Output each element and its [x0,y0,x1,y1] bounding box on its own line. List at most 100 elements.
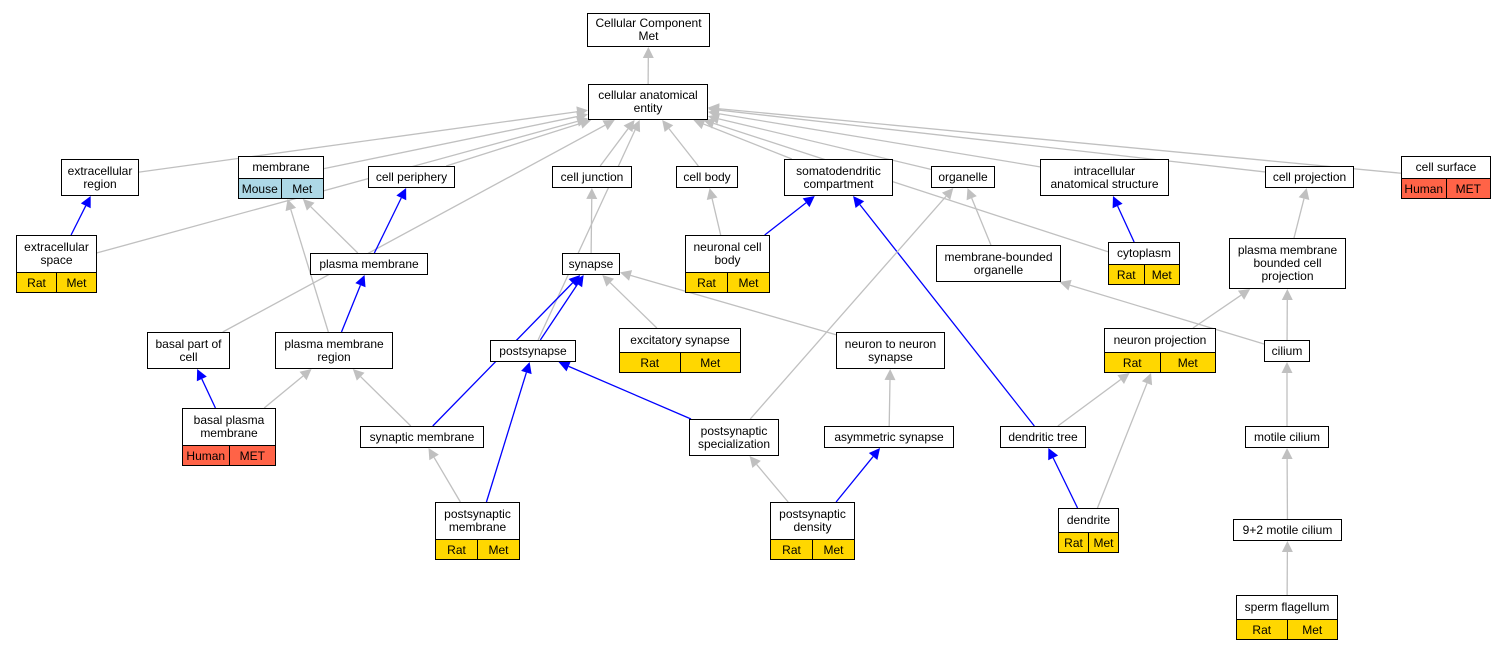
species-tag: Met [812,540,854,559]
node-pm[interactable]: plasma membrane [310,253,428,275]
edge-line [96,120,578,254]
node-label: extracellular space [24,240,89,267]
node-org[interactable]: organelle [931,166,995,188]
species-tag: Met [1143,265,1179,284]
edge-line [971,197,992,246]
edge-line [340,284,362,333]
edge-line [764,202,807,236]
edge-line [668,128,699,167]
node-pmbcp[interactable]: plasma membrane bounded cell projection [1229,238,1346,289]
node-nns[interactable]: neuron to neuron synapse [836,332,945,369]
node-label: dendrite [1066,513,1111,527]
node-cp[interactable]: cell periphery [368,166,455,188]
node-sdc[interactable]: somatodendritic compartment [784,159,893,196]
edge-cs-to-cae [708,103,1402,174]
node-cb[interactable]: cell body [676,166,738,188]
node-er[interactable]: extracellular region [61,159,139,196]
species-tag: Rat [771,540,812,559]
node-label: synapse [568,256,614,271]
node-sm[interactable]: synaptic membrane [360,426,484,448]
species-tag: Met [1286,620,1337,639]
edge-line [1192,294,1242,329]
node-cproj[interactable]: cell projection [1265,166,1354,188]
arrowhead-icon [623,120,635,133]
arrowhead-icon [693,118,706,130]
arrowhead-icon [579,118,592,129]
arrowhead-icon [1281,541,1293,553]
edge-line [609,282,658,329]
species-tag: Met [727,273,769,292]
edge-den-to-np [1096,373,1153,509]
arrowhead-icon [703,118,716,129]
node-cae[interactable]: cellular anatomical entity [588,84,708,120]
node-syn[interactable]: synapse [562,253,620,275]
edge-line [568,365,692,420]
arrowhead-icon [352,369,365,381]
node-label: membrane-bounded organelle [944,249,1053,277]
node-mc[interactable]: motile cilium [1245,426,1329,448]
edge-sm-to-pmr [352,369,412,427]
arrowhead-icon [1281,289,1293,301]
species-tag: Mouse [239,179,281,198]
node-psyn[interactable]: postsynapse [490,340,576,362]
species-tag: Rat [1105,353,1160,372]
node-ccm[interactable]: Cellular Component Met [587,13,710,47]
node-as[interactable]: asymmetric synapse [824,426,954,448]
species-tag: Rat [1109,265,1144,284]
node-cj[interactable]: cell junction [552,166,632,188]
node-bpc[interactable]: basal part of cell [147,332,230,369]
node-cil[interactable]: cilium [1264,340,1310,362]
edge-line [713,122,1109,253]
edge-syn-to-cj [586,188,598,254]
node-label: postsynaptic specialization [697,423,771,451]
edge-ncb-to-cb [706,188,722,236]
node-label: cytoplasm [1116,246,1172,260]
node-ias[interactable]: intracellular anatomical structure [1040,159,1169,196]
node-pmr[interactable]: plasma membrane region [275,332,393,369]
edge-cj-to-cae [599,120,635,167]
edge-line [1096,382,1148,509]
node-label: 9+2 motile cilium [1242,522,1333,537]
species-tag: Rat [620,353,680,372]
arrowhead-icon [1237,289,1251,300]
edge-line [718,113,1041,168]
species-tag: Met [477,540,519,559]
edge-den-to-dt [1048,448,1079,509]
edge-line [445,122,581,167]
node-label: plasma membrane region [284,336,384,364]
node-label: synaptic membrane [369,429,475,444]
edge-line [859,204,1035,427]
edge-cae-to-ccm [642,47,654,85]
arrowhead-icon [706,188,718,200]
edge-psd-to-pss [749,456,789,503]
node-m92[interactable]: 9+2 motile cilium [1233,519,1342,541]
arrowhead-icon [602,275,615,287]
arrowhead-icon [1112,196,1123,209]
edge-line [888,379,891,427]
node-mbo[interactable]: membrane-bounded organelle [936,245,1061,282]
node-dt[interactable]: dendritic tree [1000,426,1086,448]
edge-pmr-to-pm [340,275,366,333]
node-label: neuron projection [1113,333,1207,347]
edge-line [201,378,217,409]
edge-cb-to-cae [662,120,699,167]
edge-line [360,376,412,427]
node-pss[interactable]: postsynaptic specialization [689,419,779,456]
